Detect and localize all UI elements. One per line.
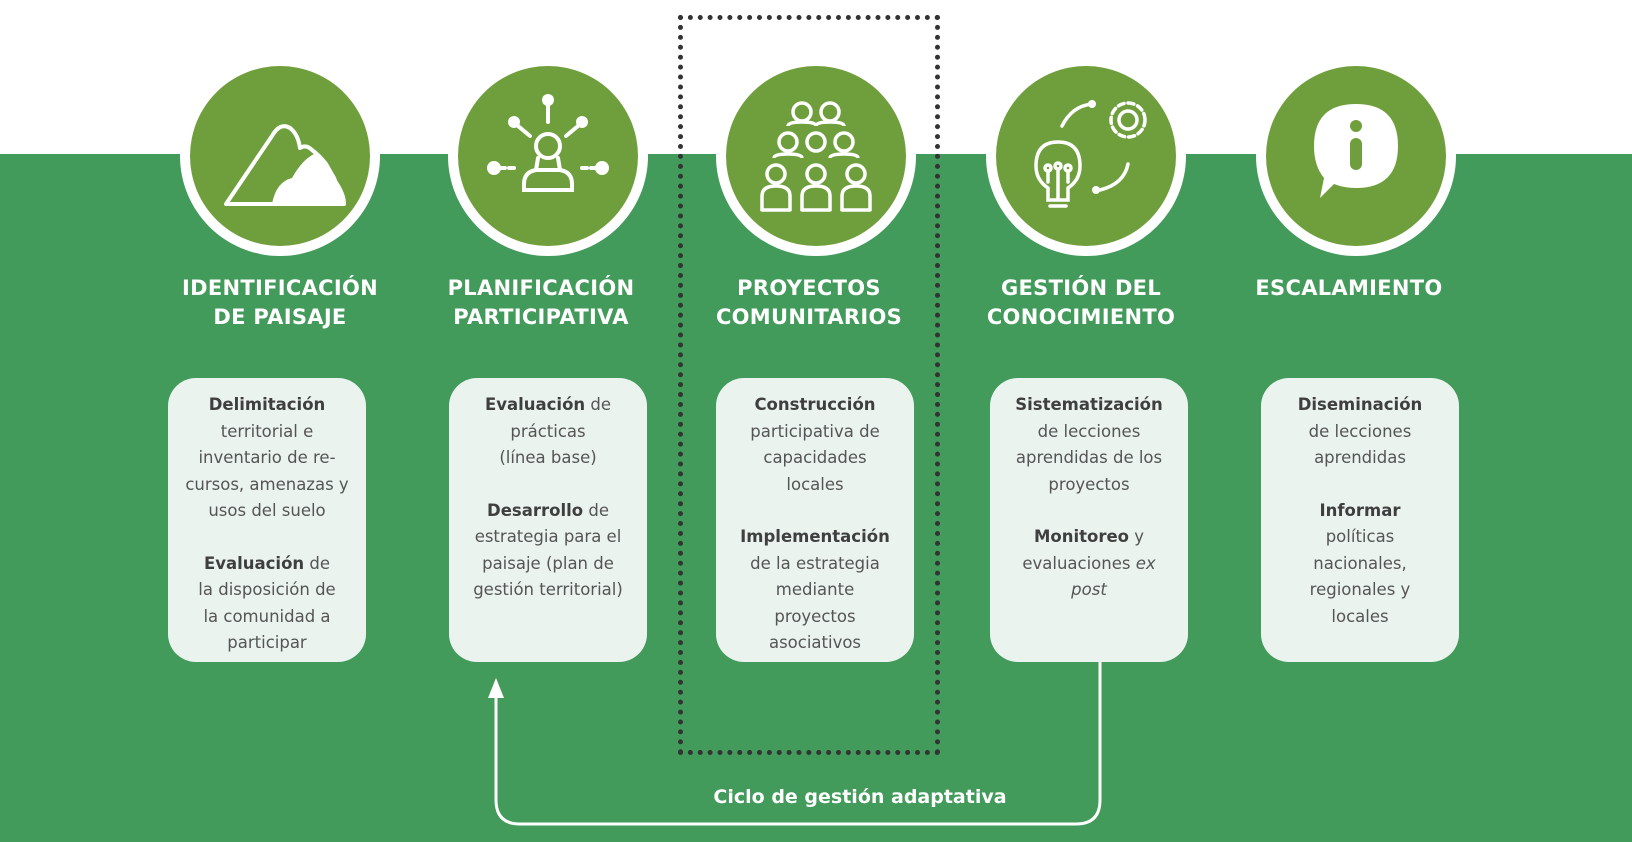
stage-card-gestion: Sistematización de lecciones aprendidas … [990, 378, 1188, 662]
adaptive-cycle-label: Ciclo de gestión adaptativa [713, 786, 1007, 808]
stage-circle-escalamiento [1256, 56, 1456, 256]
stage-circle-identificacion [180, 56, 380, 256]
loop-arrowhead-up [488, 678, 504, 698]
info-bubble-icon [1314, 104, 1398, 198]
stage-card-identificacion: Delimitación territorial e inventario de… [168, 378, 366, 662]
stage-circle-proyectos [716, 56, 916, 256]
community-group-icon [760, 101, 872, 212]
stage-icon-badge [1266, 66, 1446, 246]
stage-icon-badge [726, 66, 906, 246]
stage-card-proyectos: Construcción participativa de capacidade… [716, 378, 914, 662]
stage-circle-planificacion [448, 56, 648, 256]
stage-icon-badge [190, 66, 370, 246]
stage-card-escalamiento: Diseminación de lecciones aprendidas Inf… [1261, 378, 1459, 662]
stage-title-escalamiento: ESCALAMIENTO [1255, 276, 1443, 300]
lightbulb-gear-icon [1034, 100, 1147, 208]
stage-card-planificacion: Evaluación de prácticas (línea base) Des… [449, 378, 647, 662]
stage-circle-gestion [986, 56, 1186, 256]
mountain-icon [224, 124, 346, 206]
highlight-dotted-frame [678, 15, 940, 755]
stage-icon-badge [458, 66, 638, 246]
participatory-planning-icon [487, 94, 609, 192]
stage-icon-badge [996, 66, 1176, 246]
